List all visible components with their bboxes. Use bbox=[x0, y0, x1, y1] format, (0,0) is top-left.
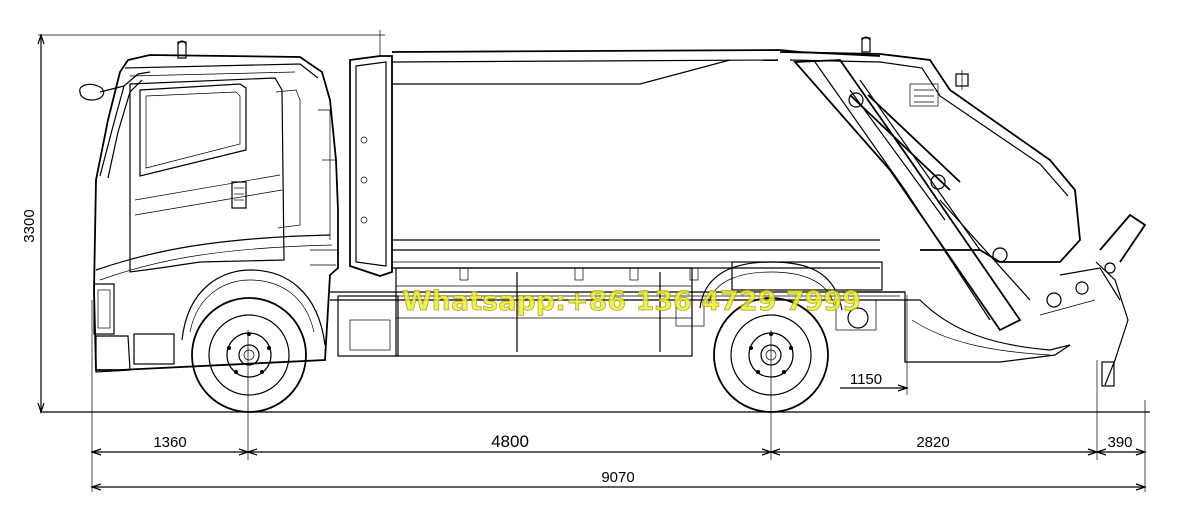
ground-lines bbox=[38, 34, 1150, 413]
rear-body-label: 2820 bbox=[916, 434, 949, 451]
rear-wheel bbox=[713, 297, 829, 413]
rear-overhang-height-label: 1150 bbox=[850, 371, 882, 388]
tailgate bbox=[779, 51, 1147, 387]
wheelbase-label: 4800 bbox=[491, 432, 529, 451]
front-wheel bbox=[191, 297, 307, 413]
dimension-row-2 bbox=[90, 483, 1147, 491]
cab bbox=[79, 40, 339, 373]
overall-length-label: 9070 bbox=[601, 469, 634, 486]
extension-lines bbox=[91, 295, 1146, 492]
height-total-label: 3300 bbox=[21, 209, 38, 242]
rear-tail-label: 390 bbox=[1107, 434, 1132, 451]
height-dimension bbox=[37, 33, 45, 414]
front-overhang-label: 1360 bbox=[153, 434, 186, 451]
rear-height-dimension bbox=[840, 384, 909, 392]
chassis-frame bbox=[330, 261, 1071, 363]
dimension-row-1 bbox=[90, 448, 1147, 456]
watermark: Whatsapp:+86 136 4729 7999 bbox=[402, 286, 861, 317]
